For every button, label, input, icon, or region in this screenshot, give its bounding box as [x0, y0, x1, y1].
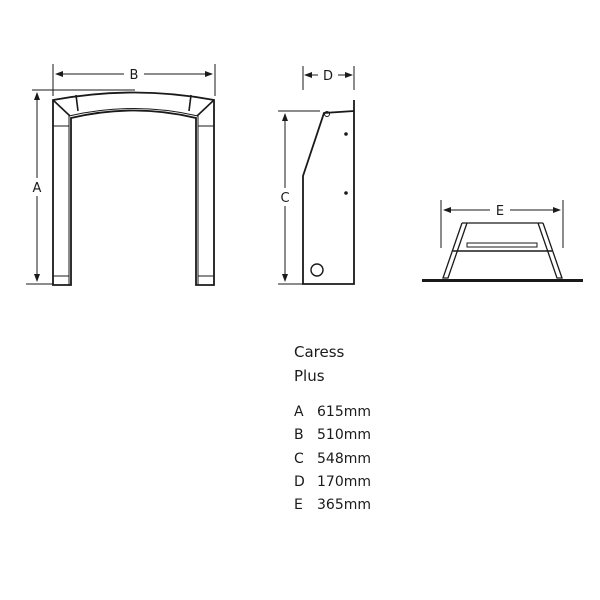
surround-frame [52, 91, 215, 286]
dimension-value: 365mm [317, 497, 371, 513]
product-name-line2: Plus [294, 367, 325, 385]
dimension-key: D [294, 474, 305, 490]
label-d: D [323, 69, 333, 84]
dimension-row: A 615mm [294, 404, 371, 421]
dimension-row: B 510mm [294, 427, 371, 444]
dimension-value: 615mm [317, 404, 371, 420]
label-e: E [496, 204, 504, 219]
label-c: C [280, 191, 289, 206]
dimension-key: A [294, 404, 304, 420]
dimension-key: E [294, 497, 303, 513]
label-a: A [33, 181, 42, 196]
dimension-key: B [294, 427, 304, 443]
dimension-key: C [294, 451, 304, 467]
dimension-row: C 548mm [294, 451, 371, 468]
dimension-row: E 365mm [294, 497, 371, 514]
dimension-row: D 170mm [294, 474, 371, 491]
front-view: B A [26, 64, 216, 286]
label-b: B [130, 68, 139, 83]
product-name-line1: Caress [294, 343, 345, 361]
base-view: E [422, 200, 583, 282]
dimension-value: 510mm [317, 427, 371, 443]
side-view: D C [278, 66, 355, 285]
dimension-value: 548mm [317, 451, 371, 467]
dimension-value: 170mm [317, 474, 371, 490]
